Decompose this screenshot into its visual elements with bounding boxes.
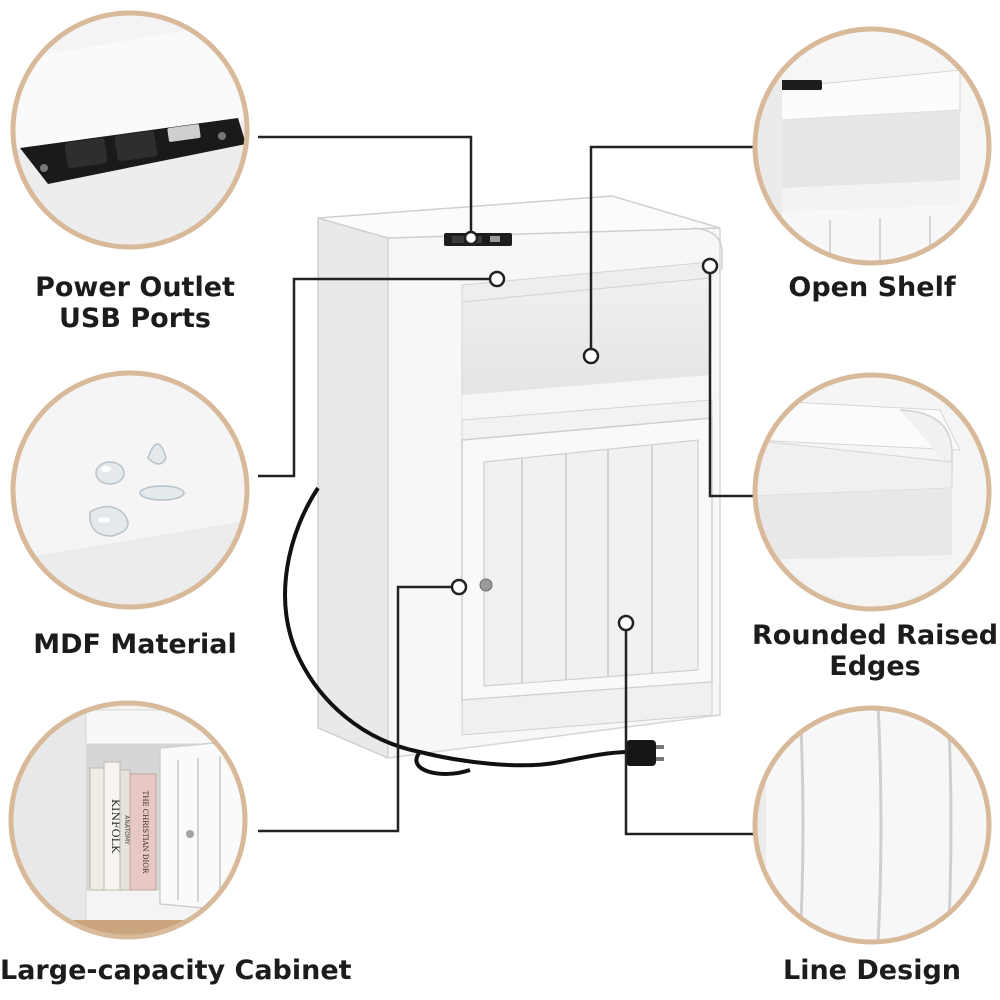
label-large-cabinet-line1: Large-capacity Cabinet	[0, 955, 352, 986]
label-open-shelf: Open Shelf	[752, 272, 992, 303]
label-line-design-line1: Line Design	[783, 955, 961, 986]
label-mdf-material: MDF Material	[10, 629, 260, 660]
rounded-edges-detail	[752, 372, 992, 612]
leader-lines	[258, 135, 754, 836]
large-cabinet-detail: KINFOLK ANATOMY THE CHRISTIAN DIOR	[8, 700, 248, 940]
label-power-outlet-line1: Power Outlet	[35, 272, 235, 303]
cabinet-door	[461, 417, 713, 701]
mdf-material-detail	[10, 370, 250, 610]
book-title-kinfolk: KINFOLK	[109, 799, 122, 854]
label-line-design: Line Design	[752, 955, 992, 986]
label-rounded-edges-line2: Edges	[829, 651, 921, 682]
label-large-cabinet: Large-capacity Cabinet	[0, 955, 352, 986]
label-rounded-edges: Rounded Raised Edges	[752, 620, 998, 682]
label-power-outlet: Power Outlet USB Ports	[10, 272, 260, 334]
line-design-detail	[752, 705, 992, 945]
label-rounded-edges-line1: Rounded Raised	[752, 620, 999, 651]
label-mdf-material-line1: MDF Material	[33, 629, 237, 660]
book-title-anatomy: ANATOMY	[123, 815, 130, 845]
nightstand-illustration	[283, 195, 723, 776]
power-outlet-detail	[10, 10, 250, 250]
leader-dots	[450, 230, 719, 632]
label-power-outlet-line2: USB Ports	[59, 303, 211, 334]
label-open-shelf-line1: Open Shelf	[788, 272, 956, 303]
open-shelf-detail	[752, 26, 992, 266]
book-title-dior: THE CHRISTIAN DIOR	[141, 791, 149, 874]
